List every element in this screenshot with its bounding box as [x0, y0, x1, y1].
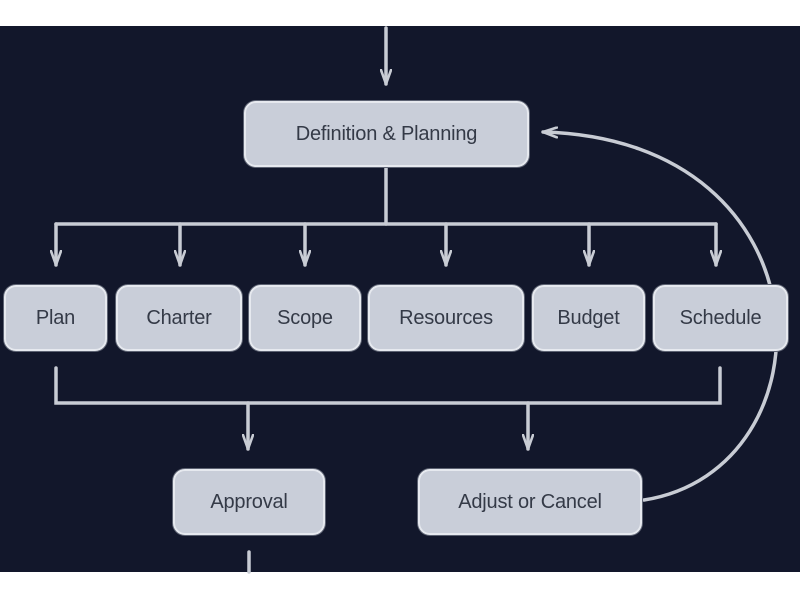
adjust-or-cancel-node[interactable]: Adjust or Cancel: [418, 469, 642, 535]
budget-node[interactable]: Budget: [532, 285, 645, 351]
approval-node[interactable]: Approval: [173, 469, 325, 535]
scope-node[interactable]: Scope: [249, 285, 361, 351]
resources-node[interactable]: Resources: [368, 285, 524, 351]
collection-bracket: [54, 366, 722, 405]
charter-node[interactable]: Charter: [116, 285, 242, 351]
plan-node[interactable]: Plan: [4, 285, 107, 351]
schedule-node[interactable]: Schedule: [653, 285, 788, 351]
definition-planning-node[interactable]: Definition & Planning: [244, 101, 529, 167]
